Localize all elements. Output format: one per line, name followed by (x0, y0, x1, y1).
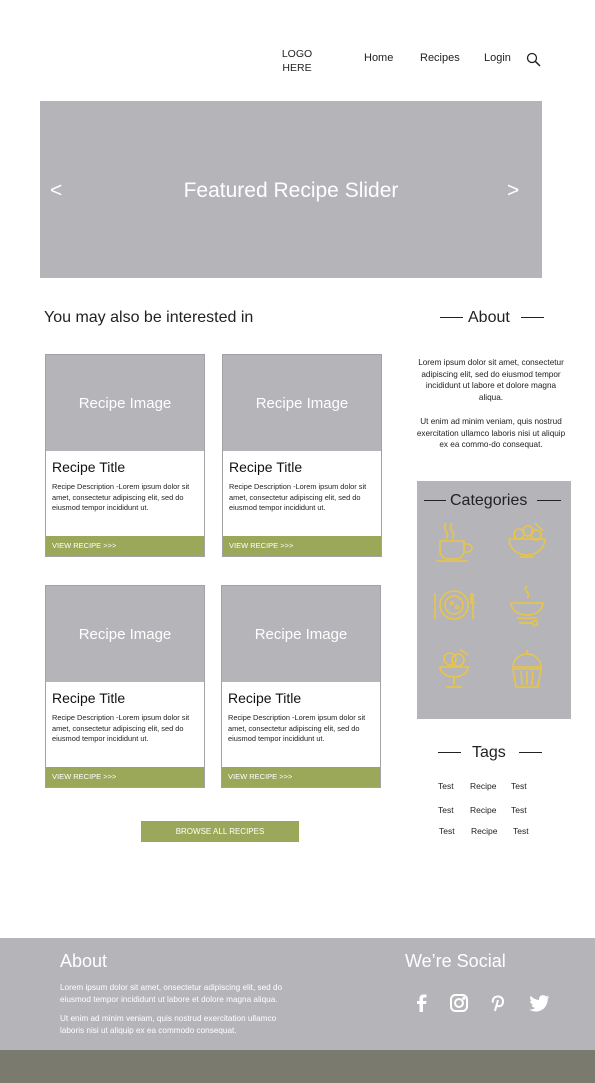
recipe-description: Recipe Description -Lorem ipsum dolor si… (229, 482, 367, 512)
divider (438, 752, 461, 753)
logo[interactable]: LOGO HERE (276, 47, 318, 75)
tag-link[interactable]: Test (511, 781, 527, 791)
tag-link[interactable]: Test (511, 805, 527, 815)
logo-line-1: LOGO (281, 48, 313, 60)
divider (521, 317, 544, 318)
divider (519, 752, 542, 753)
sidebar-about-paragraph: Ut enim ad minim veniam, quis nostrud ex… (416, 416, 566, 450)
recipe-card: Recipe Image Recipe Title Recipe Descrip… (45, 585, 205, 788)
recipe-title[interactable]: Recipe Title (52, 459, 126, 475)
view-recipe-button[interactable]: VIEW RECIPE >>> (223, 536, 381, 556)
tag-link[interactable]: Test (438, 805, 454, 815)
view-recipe-button[interactable]: VIEW RECIPE >>> (46, 767, 204, 787)
recipe-title[interactable]: Recipe Title (52, 690, 126, 706)
pinterest-icon[interactable] (487, 992, 509, 1014)
slider-next-button[interactable]: > (507, 179, 520, 202)
cupcake-icon[interactable] (505, 647, 549, 691)
footer-about-heading: About (60, 951, 108, 971)
footer: About Lorem ipsum dolor sit amet, onsect… (0, 938, 595, 1050)
tag-link[interactable]: Recipe (470, 805, 497, 815)
footer-about-line: Lorem ipsum dolor sit amet, onsectetur a… (60, 983, 283, 992)
footer-about-line: Ut enim ad minim veniam, quis nostrud ex… (60, 1014, 277, 1023)
plate-icon[interactable] (432, 583, 476, 627)
tag-link[interactable]: Test (439, 826, 455, 836)
recipe-card: Recipe Image Recipe Title Recipe Descrip… (222, 354, 382, 557)
recipe-title[interactable]: Recipe Title (228, 690, 302, 706)
recipe-image[interactable]: Recipe Image (222, 586, 380, 682)
sidebar-about-heading: About (468, 309, 510, 326)
facebook-icon[interactable] (411, 992, 433, 1014)
categories-box: Categories (417, 481, 571, 719)
recipe-description: Recipe Description -Lorem ipsum dolor si… (228, 713, 366, 743)
search-icon[interactable] (526, 52, 541, 67)
salad-bowl-icon[interactable] (505, 519, 549, 563)
divider (537, 500, 561, 501)
divider (424, 500, 446, 501)
footer-about-line: eiusmod tempor incididunt ut labore et d… (60, 994, 278, 1004)
featured-slider: < Featured Recipe Slider > (40, 101, 542, 278)
logo-line-2: HERE (282, 62, 312, 74)
divider (440, 317, 463, 318)
footer-bottom-bar (0, 1050, 595, 1083)
twitter-icon[interactable] (528, 992, 550, 1014)
tag-link[interactable]: Test (438, 781, 454, 791)
recipe-image[interactable]: Recipe Image (223, 355, 381, 451)
nav-home[interactable]: Home (364, 52, 394, 64)
categories-heading: Categories (450, 492, 528, 509)
nav-login[interactable]: Login (484, 52, 511, 64)
tag-link[interactable]: Recipe (471, 826, 498, 836)
recipe-title[interactable]: Recipe Title (229, 459, 303, 475)
view-recipe-button[interactable]: VIEW RECIPE >>> (46, 536, 204, 556)
recipe-image[interactable]: Recipe Image (46, 355, 204, 451)
recipe-description: Recipe Description -Lorem ipsum dolor si… (52, 713, 190, 743)
recipe-description: Recipe Description -Lorem ipsum dolor si… (52, 482, 190, 512)
soup-bowl-icon[interactable] (505, 583, 549, 627)
section-heading: You may also be interested in (44, 309, 254, 326)
instagram-icon[interactable] (448, 992, 470, 1014)
tags-heading: Tags (472, 744, 506, 761)
sidebar-about-text: Lorem ipsum dolor sit amet, consectetur … (416, 357, 566, 451)
ice-cream-icon[interactable] (432, 647, 476, 691)
coffee-cup-icon[interactable] (432, 519, 476, 563)
tag-link[interactable]: Recipe (470, 781, 497, 791)
footer-about-text: Lorem ipsum dolor sit amet, onsectetur a… (60, 982, 360, 1036)
view-recipe-button[interactable]: VIEW RECIPE >>> (222, 767, 380, 787)
tag-link[interactable]: Test (513, 826, 529, 836)
footer-about-line: laboris nisi ut aliquip ex ea commodo co… (60, 1025, 237, 1035)
recipe-card: Recipe Image Recipe Title Recipe Descrip… (45, 354, 205, 557)
nav-recipes[interactable]: Recipes (420, 52, 460, 64)
recipe-card: Recipe Image Recipe Title Recipe Descrip… (221, 585, 381, 788)
sidebar-about-paragraph: Lorem ipsum dolor sit amet, consectetur … (418, 358, 564, 403)
slider-title: Featured Recipe Slider (183, 179, 399, 202)
recipe-image[interactable]: Recipe Image (46, 586, 204, 682)
browse-all-recipes-button[interactable]: BROWSE ALL RECIPES (141, 821, 299, 842)
footer-social-heading: We’re Social (405, 951, 506, 971)
slider-prev-button[interactable]: < (50, 179, 63, 202)
